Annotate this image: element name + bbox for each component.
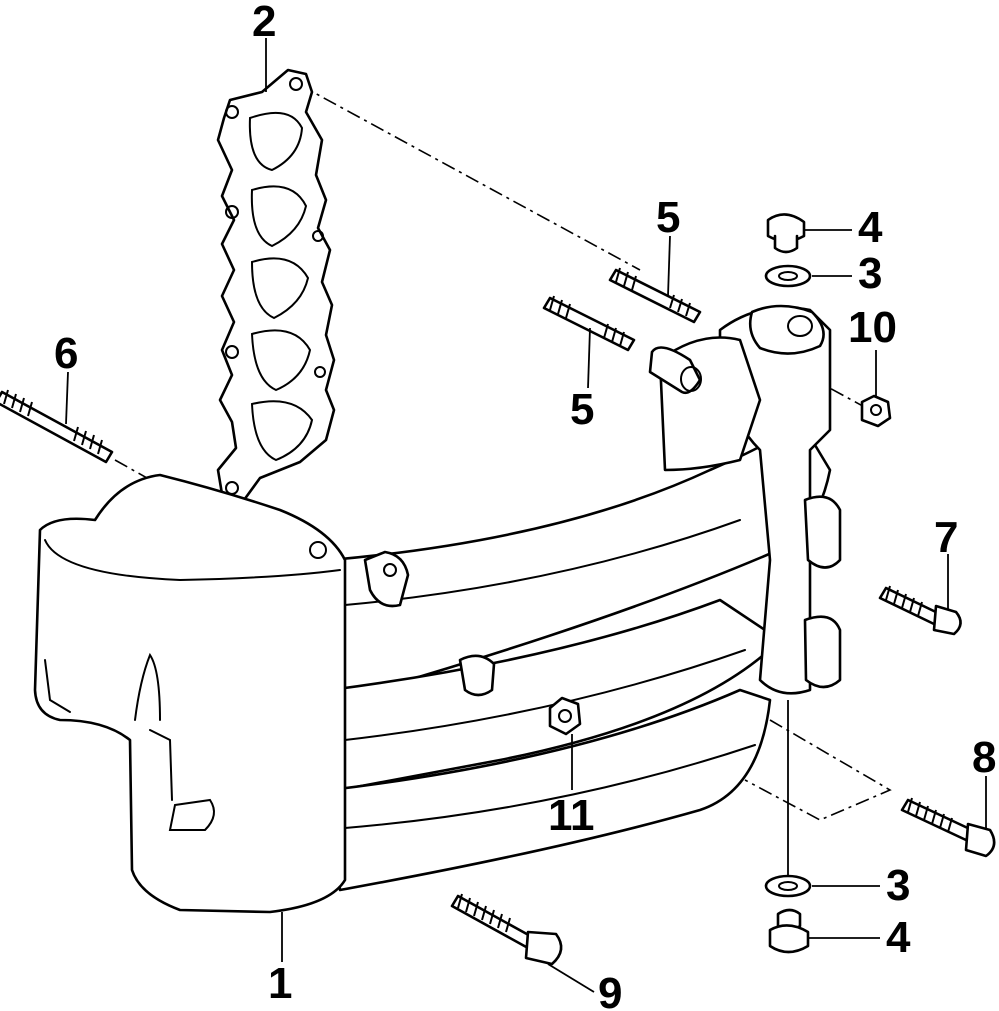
bolt-7 [878,585,962,636]
callout-10: 10 [848,303,897,352]
plug-top [766,213,806,254]
callout-1: 1 [268,959,292,1008]
leader-lines [65,38,987,993]
callout-6: 6 [54,329,78,378]
callout-3-top: 3 [858,249,882,298]
callout-3-bottom: 3 [886,861,910,910]
plug-bottom [768,908,810,954]
callout-8: 8 [972,733,996,782]
stud-6 [0,389,114,464]
callout-4-bottom: 4 [886,913,911,962]
washer-bottom [764,874,812,898]
callout-11: 11 [548,791,595,840]
callout-labels: 2 1 4 3 5 5 6 10 7 8 11 3 4 9 [54,0,996,1011]
nut-10 [860,394,892,428]
bolt-9 [450,893,563,966]
callout-7: 7 [934,513,958,562]
washer-top [764,264,812,288]
nut-11 [548,696,582,736]
stud-lower [542,295,636,352]
callout-5-lower: 5 [570,385,594,434]
callout-2: 2 [252,0,276,46]
callout-5-upper: 5 [656,193,680,242]
gasket [216,68,336,502]
exhaust-manifold [33,304,842,914]
callout-4-top: 4 [858,203,883,252]
callout-9: 9 [598,969,622,1011]
stud-upper [608,267,702,324]
bolt-8 [900,797,996,858]
